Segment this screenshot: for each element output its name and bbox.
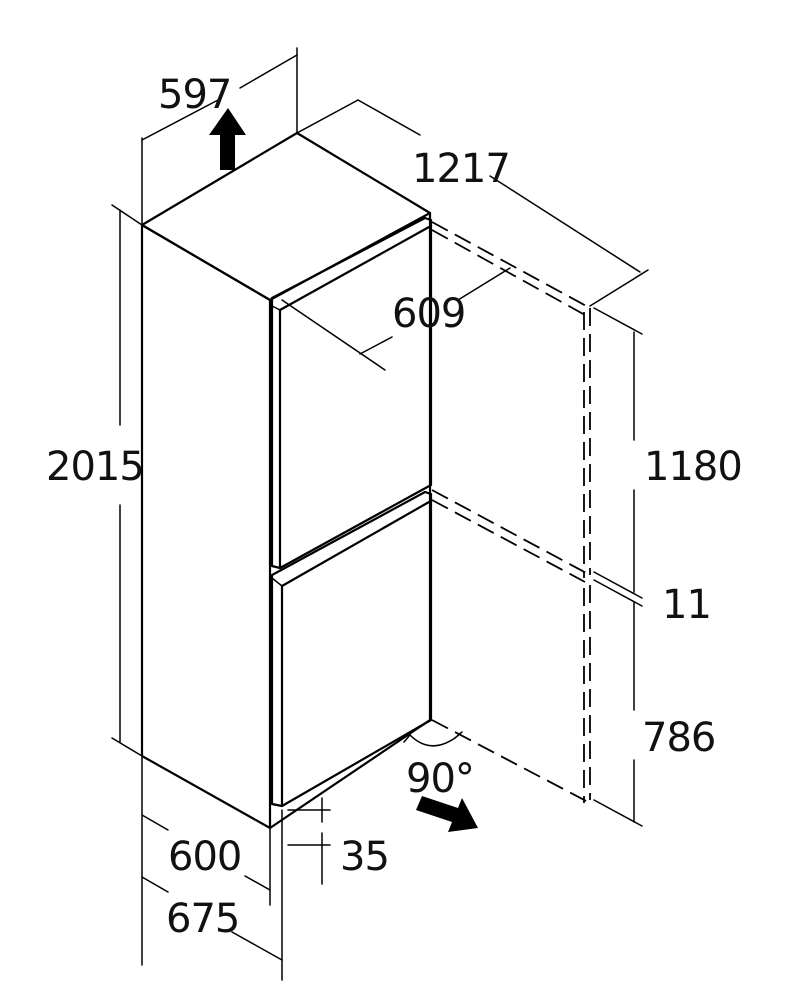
dim-door-depth: 609 [281, 267, 511, 371]
door-angle-tick-b [454, 731, 463, 739]
dim-height-ext-bottom [111, 737, 143, 757]
cabinet-top [140, 131, 432, 302]
dim-depth-line-a [141, 814, 169, 831]
dim-plinth-label: 35 [340, 834, 389, 880]
dim-door-heights-ext-bottom [593, 799, 643, 827]
dim-depth-line-b [244, 875, 271, 891]
dim-depth-label: 600 [168, 834, 241, 880]
lower-door-hinge [271, 577, 283, 587]
dim-door-depth-line-a [359, 336, 393, 355]
door-angle-label: 90° [406, 756, 474, 802]
lower-door [270, 490, 433, 808]
dim-plinth: 35 [287, 797, 390, 885]
dim-depth-open-line-b [489, 175, 641, 273]
dim-depth-handle-line-a [141, 876, 169, 893]
lower-door-panel [270, 490, 433, 808]
dim-gap-label: 11 [662, 582, 711, 628]
upper-door-top-edge [278, 225, 431, 312]
dim-depth-open-ext-back [296, 99, 359, 134]
upper-door-hinge [269, 304, 281, 311]
open-lower-bottom [431, 719, 591, 804]
dim-width-label: 597 [158, 72, 231, 118]
dim-width-line-a [141, 99, 219, 141]
up-arrow-icon [209, 108, 246, 170]
dim-depth-open: 1217 [296, 99, 649, 307]
dim-door-heights-ext-top [593, 307, 643, 335]
door-angle: 90° [403, 731, 475, 802]
dim-depth-handle-line-b [231, 931, 283, 961]
dim-depth-handle: 675 [141, 809, 283, 981]
dim-depth-open-line-a [357, 99, 421, 136]
upper-door-panel [270, 216, 433, 570]
dim-door-heights: 1180 11 786 [593, 307, 743, 827]
dim-height-ext-top [111, 204, 143, 226]
upper-door [269, 216, 433, 570]
dim-width-line-b [239, 54, 298, 89]
dim-door-heights-ext-gap-b [593, 579, 643, 607]
right-arrow-icon [416, 796, 478, 832]
open-lower-top [431, 499, 586, 583]
dim-door-depth-ext [281, 299, 386, 371]
dim-depth-handle-label: 675 [166, 896, 239, 942]
dim-width: 597 [141, 47, 298, 226]
door-angle-tick-a [403, 734, 411, 743]
open-upper-bottom [431, 489, 591, 576]
open-upper-top [431, 221, 591, 309]
dim-lower-door-label: 786 [642, 715, 715, 761]
door-angle-arc [409, 734, 456, 747]
dim-height-label: 2015 [46, 444, 144, 490]
dim-height: 2015 [46, 204, 145, 757]
open-upper-top-inner [431, 229, 586, 316]
dim-depth-open-label: 1217 [412, 146, 510, 192]
cabinet-side [140, 223, 272, 830]
lower-door-top-edge [280, 500, 431, 588]
open-door-outline [431, 221, 591, 804]
dim-depth: 600 [141, 755, 271, 966]
dim-upper-door-label: 1180 [644, 444, 742, 490]
dim-door-heights-ext-gap-a [593, 571, 643, 599]
dim-depth-open-ext-front [589, 269, 649, 307]
dim-door-depth-label: 609 [392, 291, 465, 337]
dim-door-depth-line-b [457, 267, 511, 301]
